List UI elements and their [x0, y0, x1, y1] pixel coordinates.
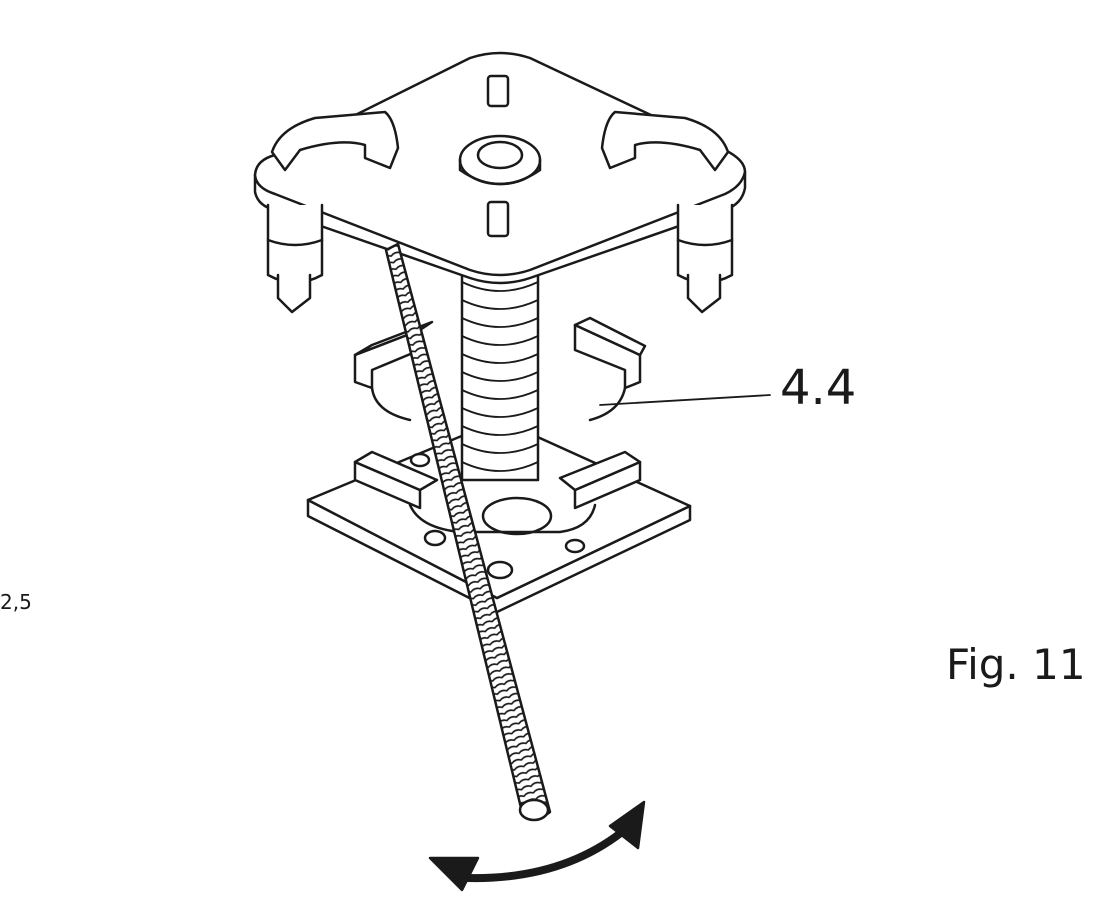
upper-bracket [353, 316, 647, 422]
legs [266, 203, 734, 314]
curved-double-arrow-icon [428, 800, 646, 892]
head-plate [253, 51, 747, 285]
side-note-label: 2,5 [0, 590, 32, 614]
figure-caption: Fig. 11 [946, 640, 1086, 689]
hooks [270, 110, 730, 172]
callout-leader [599, 394, 771, 406]
threaded-rod [384, 242, 552, 822]
lower-bracket [353, 450, 642, 534]
threaded-column [460, 268, 540, 482]
callout-label: 4.4 [780, 360, 857, 416]
